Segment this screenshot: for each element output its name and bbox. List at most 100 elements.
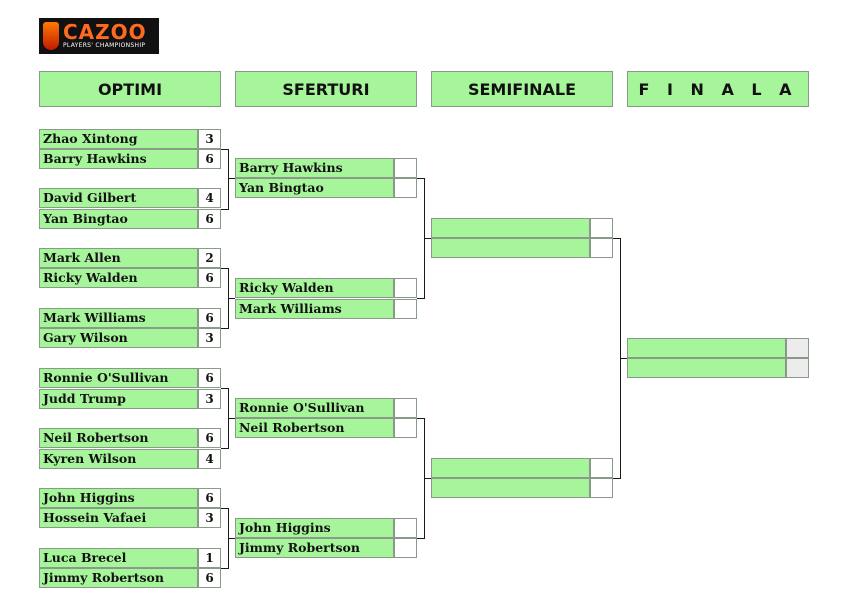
player-score <box>590 218 613 238</box>
player-score: 6 <box>198 268 221 288</box>
connector-line <box>228 538 235 539</box>
player-name: Hossein Vafaei <box>39 508 198 528</box>
player-score <box>394 518 417 538</box>
player-name: Ricky Walden <box>235 278 394 298</box>
connector-line <box>221 149 229 150</box>
connector-line <box>417 538 425 539</box>
player-name: Jimmy Robertson <box>39 568 198 588</box>
r2-slot: Yan Bingtao <box>235 178 417 198</box>
player-score <box>786 338 809 358</box>
player-score: 3 <box>198 328 221 348</box>
player-name <box>431 218 590 238</box>
player-score <box>590 478 613 498</box>
player-name: Judd Trump <box>39 389 198 409</box>
player-name: Barry Hawkins <box>235 158 394 178</box>
connector-line <box>417 298 425 299</box>
player-name: Ronnie O'Sullivan <box>235 398 394 418</box>
r2-slot: Ricky Walden <box>235 278 417 298</box>
player-name: Neil Robertson <box>39 428 198 448</box>
player-name: Kyren Wilson <box>39 449 198 469</box>
player-score: 6 <box>198 428 221 448</box>
player-name <box>431 458 590 478</box>
player-score <box>590 238 613 258</box>
r4-slot <box>627 358 809 378</box>
player-score: 4 <box>198 188 221 208</box>
logo-subtitle: PLAYERS' CHAMPIONSHIP <box>63 42 146 49</box>
player-score: 3 <box>198 129 221 149</box>
player-name: Yan Bingtao <box>39 209 198 229</box>
player-name: David Gilbert <box>39 188 198 208</box>
connector-line <box>620 358 627 359</box>
connector-line <box>221 568 229 569</box>
r3-slot <box>431 238 613 258</box>
player-name: Yan Bingtao <box>235 178 394 198</box>
player-score <box>394 299 417 319</box>
player-score <box>394 158 417 178</box>
player-score: 1 <box>198 548 221 568</box>
player-name: Jimmy Robertson <box>235 538 394 558</box>
connector-line <box>221 508 229 509</box>
player-name: Ricky Walden <box>39 268 198 288</box>
player-score <box>394 418 417 438</box>
r2-slot: Ronnie O'Sullivan <box>235 398 417 418</box>
player-score <box>394 538 417 558</box>
player-score: 3 <box>198 508 221 528</box>
connector-line <box>613 238 621 239</box>
player-name <box>431 478 590 498</box>
connector-line <box>228 418 235 419</box>
player-score: 6 <box>198 149 221 169</box>
player-score <box>394 178 417 198</box>
player-score <box>590 458 613 478</box>
flame-icon <box>43 22 59 50</box>
player-score: 6 <box>198 308 221 328</box>
player-name: John Higgins <box>235 518 394 538</box>
connector-line <box>417 418 425 419</box>
connector-line <box>228 149 229 210</box>
player-name: Mark Williams <box>39 308 198 328</box>
r3-slot <box>431 218 613 238</box>
r2-slot: Neil Robertson <box>235 418 417 438</box>
connector-line <box>424 238 431 239</box>
connector-line <box>221 268 229 269</box>
r4-slot <box>627 338 809 358</box>
player-name <box>627 358 786 378</box>
header-sferturi: SFERTURI <box>235 71 417 107</box>
r3-slot <box>431 478 613 498</box>
r2-slot: Mark Williams <box>235 299 417 319</box>
player-name: Gary Wilson <box>39 328 198 348</box>
player-name: Barry Hawkins <box>39 149 198 169</box>
player-name <box>431 238 590 258</box>
player-score <box>786 358 809 378</box>
player-name: Zhao Xintong <box>39 129 198 149</box>
player-name: Luca Brecel <box>39 548 198 568</box>
connector-line <box>424 478 431 479</box>
player-score: 6 <box>198 368 221 388</box>
header-semifinale: SEMIFINALE <box>431 71 613 107</box>
player-score <box>394 278 417 298</box>
player-name: Ronnie O'Sullivan <box>39 368 198 388</box>
r2-slot: Jimmy Robertson <box>235 538 417 558</box>
player-name: Mark Allen <box>39 248 198 268</box>
player-name <box>627 338 786 358</box>
cazoo-logo: CAZOO PLAYERS' CHAMPIONSHIP <box>39 18 159 54</box>
player-score <box>394 398 417 418</box>
connector-line <box>417 178 425 179</box>
connector-line <box>221 328 229 329</box>
connector-line <box>221 388 229 389</box>
connector-line <box>228 298 235 299</box>
connector-line <box>228 178 235 179</box>
player-score: 6 <box>198 209 221 229</box>
